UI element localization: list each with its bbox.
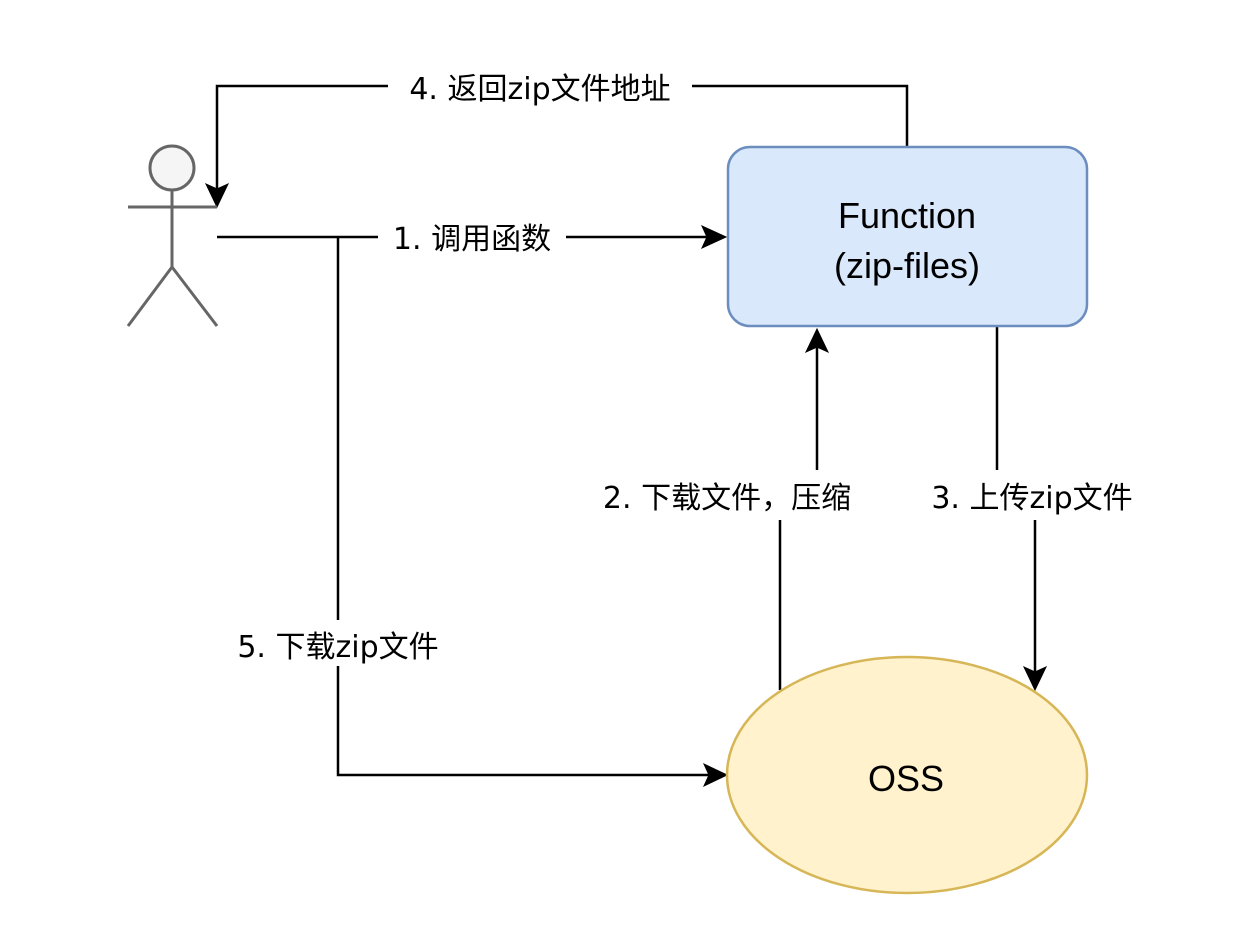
step4-label: 4. 返回zip文件地址 [409, 72, 670, 107]
edge-step1-arrowhead [700, 224, 728, 250]
step2-label: 2. 下载文件，压缩 [603, 481, 851, 516]
actor-right-leg [170, 266, 219, 327]
step5-label: 5. 下载zip文件 [237, 630, 438, 665]
edges [204, 84, 1048, 788]
oss-label: OSS [868, 758, 944, 799]
oss-ellipse [725, 655, 1089, 895]
function-subtitle: (zip-files) [834, 245, 980, 286]
function-title: Function [838, 195, 976, 236]
edge-step4-arrowhead [204, 182, 230, 209]
actor-head [148, 144, 196, 192]
edge-step5-arrowhead [702, 762, 729, 788]
function-box [726, 145, 1089, 328]
step1-label-bg [378, 220, 566, 256]
oss-node[interactable]: OSS [725, 655, 1089, 895]
edge-labels: 4. 返回zip文件地址 1. 调用函数 2. 下载文件，压缩 3. 上传zip… [220, 70, 1133, 666]
function-node[interactable]: Function (zip-files) [726, 145, 1089, 328]
actor-figure[interactable] [126, 144, 219, 327]
actor-left-leg [126, 266, 174, 327]
edge-step5-line [336, 237, 724, 777]
edge-step2-arrowhead [804, 327, 830, 354]
step4-label-bg [388, 70, 692, 106]
edge-step3-arrowhead [1022, 665, 1048, 692]
step1-label: 1. 调用函数 [393, 222, 551, 257]
step3-label: 3. 上传zip文件 [931, 481, 1132, 516]
step5-label-bg [220, 620, 456, 666]
